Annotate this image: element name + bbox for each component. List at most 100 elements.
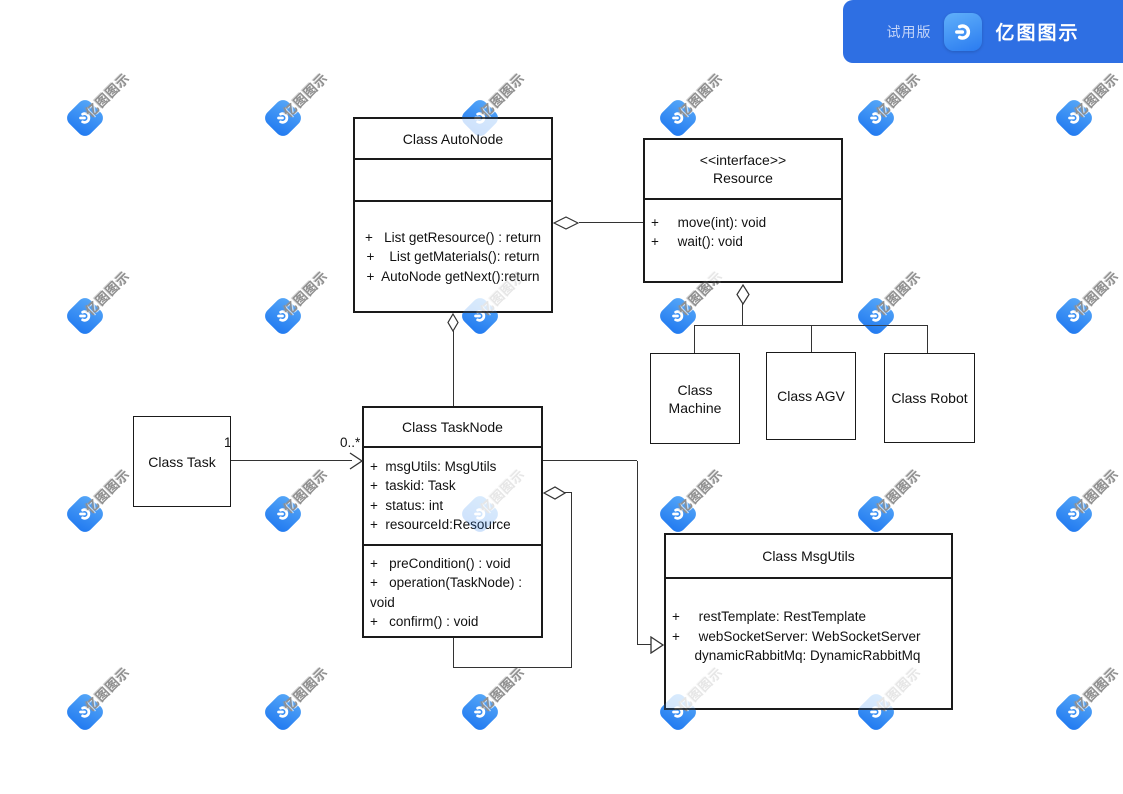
connector-tasknode-msgutils-h2 [637,644,651,645]
connector-tasknode-self-h1 [564,492,572,493]
watermark-logo-icon [261,96,305,140]
interface-resource-box: <<interface>> Resource + move(int): void… [643,138,843,283]
attribute-item: + restTemplate: RestTemplate [672,609,866,624]
attribute-item: dynamicRabbitMq: DynamicRabbitMq [672,648,921,664]
connector-tasknode-msgutils-v [637,461,638,645]
watermark-logo-icon [1052,294,1096,338]
class-msgutils-box: Class MsgUtils + restTemplate: RestTempl… [664,533,953,710]
class-title: Resource [713,170,773,186]
watermark-text: 亿图图示 [1071,70,1122,121]
watermark-logo-icon [458,294,502,338]
watermark-logo-icon [261,294,305,338]
watermark-logo-icon [261,492,305,536]
watermark-text: 亿图图示 [1071,268,1122,319]
class-task-box: Class Task [133,416,231,507]
trial-badge: 试用版 亿图图示 [843,0,1123,63]
brand-logo-icon [944,12,983,51]
aggregation-diamond-icon [736,284,750,305]
watermark-logo-icon [1052,96,1096,140]
watermark-logo-icon [1052,294,1096,338]
methods-section: + preCondition() : void + operation(Task… [364,544,541,634]
connector-hub-robot [927,326,928,353]
class-title: Class AGV [777,388,845,404]
watermark-logo-icon [63,96,107,140]
connector-task-tasknode [231,460,352,461]
watermark-text: 亿图图示 [477,70,528,121]
watermark-logo-icon [1052,690,1096,734]
attribute-item: + webSocketServer: WebSocketServer [672,628,921,644]
method-item: void [370,594,395,610]
watermark-logo-icon [854,294,898,338]
class-title: Class AutoNode [402,130,504,147]
watermark-text: 亿图图示 [675,466,726,517]
connector-tasknode-msgutils-h1 [543,460,637,461]
class-robot-box: Class Robot [884,353,975,443]
brand-name: 亿图图示 [995,23,1080,44]
watermark-logo-icon [1052,690,1096,734]
watermark-logo-icon [656,96,700,140]
connector-hub-agv [811,326,812,352]
class-machine-box: Class Machine [650,353,740,444]
methods-section: + List getResource() : return + List get… [355,200,551,309]
connector-autonode-resource [579,222,643,223]
watermark-logo-icon [63,294,107,338]
attribute-item: + msgUtils: MsgUtils [370,459,497,474]
method-item: + preCondition() : void [370,556,511,571]
watermark-logo-icon [63,294,107,338]
connector-tasknode-self-v2 [453,638,454,668]
watermark-logo-icon [261,96,305,140]
watermark-logo-icon [656,294,700,338]
multiplicity-label: 1 [224,435,232,450]
class-title: Class TaskNode [402,419,503,435]
attributes-section: + restTemplate: RestTemplate + webSocket… [666,577,951,708]
multiplicity-label: 0..* [340,435,361,450]
aggregation-diamond-icon [553,216,579,230]
watermark-text: 亿图图示 [82,268,133,319]
attribute-item: + resourceId:Resource [370,517,511,533]
methods-section: + move(int): void + wait(): void [645,198,841,279]
watermark-text: 亿图图示 [873,466,924,517]
watermark-logo-icon [854,294,898,338]
attributes-section: + msgUtils: MsgUtils + taskid: Task + st… [364,446,541,544]
connector-tasknode-self-v1 [571,492,572,668]
method-item: + confirm() : void [370,614,479,630]
watermark-logo-icon [656,96,700,140]
watermark-logo-icon [458,690,502,734]
class-title: Class Task [148,453,216,470]
watermark-text: 亿图图示 [280,664,331,715]
method-item: + AutoNode getNext():return [366,268,540,284]
watermark-text: 亿图图示 [280,466,331,517]
watermark-logo-icon [63,690,107,734]
watermark-text: 亿图图示 [1071,664,1122,715]
connector-autonode-tasknode [453,331,454,406]
watermark-logo-icon [458,690,502,734]
attribute-item: + status: int [370,497,444,513]
watermark-logo-icon [854,690,898,734]
connector-tasknode-self-h2 [453,667,572,668]
watermark-logo-icon [854,492,898,536]
watermark-text: 亿图图示 [82,664,133,715]
method-item: + operation(TaskNode) : [370,575,522,591]
class-tasknode-box: Class TaskNode + msgUtils: MsgUtils + ta… [362,406,543,638]
watermark-logo-icon [854,96,898,140]
watermark-logo-icon [854,96,898,140]
class-autonode-box: Class AutoNode + List getResource() : re… [353,117,553,313]
watermark-text: 亿图图示 [477,664,528,715]
attribute-item: + taskid: Task [370,478,456,494]
method-item: + List getMaterials(): return [366,249,540,265]
watermark-text: 亿图图示 [280,268,331,319]
aggregation-diamond-icon [447,313,459,332]
watermark-logo-icon [656,492,700,536]
watermark-logo-icon [63,690,107,734]
attributes-section-empty [355,158,551,200]
watermark-logo-icon [458,492,502,536]
watermark-text: 亿图图示 [82,466,133,517]
watermark-logo-icon [261,294,305,338]
watermark-logo-icon [261,690,305,734]
watermark-logo-icon [63,492,107,536]
watermark-text: 亿图图示 [873,70,924,121]
connector-resource-stem [742,303,743,326]
watermark-logo-icon [656,294,700,338]
interface-stereotype: <<interface>> [699,152,787,168]
